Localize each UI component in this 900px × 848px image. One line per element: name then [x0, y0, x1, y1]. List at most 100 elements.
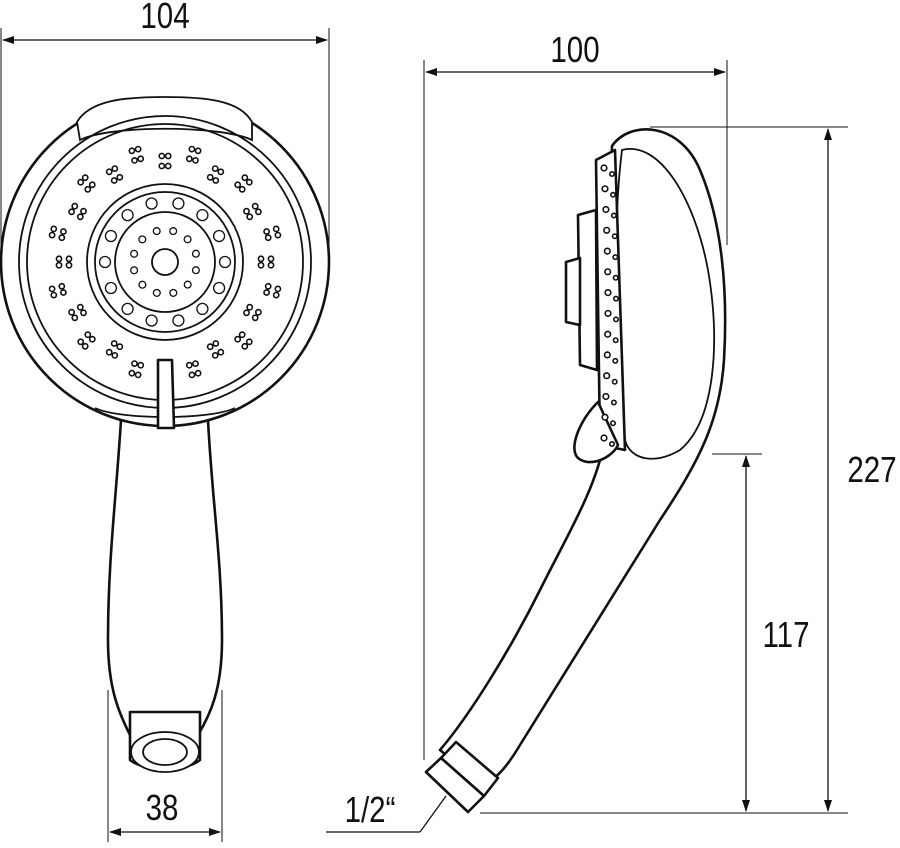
nozzle	[611, 233, 618, 240]
nozzle	[254, 308, 262, 316]
nozzle	[68, 308, 75, 316]
nozzle	[71, 314, 79, 322]
nozzle	[104, 229, 118, 243]
nozzle	[610, 399, 617, 406]
nozzle	[246, 303, 254, 311]
nozzle	[274, 231, 282, 239]
nozzle	[609, 191, 616, 198]
nozzle	[131, 360, 138, 367]
nozzle	[602, 392, 610, 401]
nozzle	[246, 213, 254, 221]
nozzle	[612, 357, 619, 364]
nozzle	[192, 156, 199, 164]
nozzle	[245, 178, 253, 186]
nozzle	[191, 249, 200, 258]
nozzle	[88, 335, 96, 343]
nozzle	[243, 309, 250, 317]
nozzle	[194, 147, 202, 155]
nozzle	[169, 288, 178, 297]
nozzle	[192, 360, 199, 367]
dimension-handle-length: 117	[712, 453, 810, 812]
nozzle	[218, 255, 232, 269]
nozzle	[191, 266, 200, 275]
nozzle	[55, 261, 63, 269]
nozzle	[609, 420, 616, 427]
nozzle	[267, 261, 275, 269]
nozzle	[212, 229, 226, 243]
nozzle	[251, 202, 259, 210]
nozzle	[116, 173, 124, 181]
nozzle	[172, 314, 185, 327]
nozzle	[272, 291, 280, 299]
nozzle	[612, 254, 619, 261]
nozzle	[264, 234, 272, 242]
nozzle	[145, 197, 158, 210]
nozzle	[183, 235, 192, 244]
front-connector-inner	[142, 738, 188, 766]
nozzle	[257, 255, 265, 263]
nozzle	[251, 314, 259, 322]
nozzle	[111, 351, 119, 359]
nozzle	[212, 177, 220, 184]
dimension-total-length: 227	[480, 126, 897, 814]
nozzle	[603, 372, 611, 380]
nozzle	[267, 255, 275, 263]
nozzle	[76, 303, 84, 311]
nozzle	[211, 165, 219, 172]
nozzle	[604, 268, 612, 276]
nozzle	[241, 174, 249, 182]
nozzle	[194, 369, 202, 377]
nozzle	[601, 413, 609, 421]
nozzle	[137, 155, 145, 163]
front-connector-outer	[130, 731, 200, 773]
front-spray-ring-mid	[94, 191, 236, 333]
nozzle	[217, 168, 225, 176]
nozzle	[145, 314, 158, 327]
front-handle	[106, 418, 224, 737]
nozzle	[263, 228, 270, 235]
nozzle	[121, 208, 134, 222]
nozzle	[50, 225, 58, 233]
nozzle	[601, 185, 609, 193]
nozzle	[604, 289, 612, 297]
nozzle	[196, 208, 209, 222]
nozzle	[274, 285, 282, 293]
nozzle	[152, 288, 161, 297]
nozzle	[603, 247, 611, 255]
nozzle	[243, 207, 250, 215]
nozzle	[241, 342, 249, 350]
dimension-handle-length-label: 117	[762, 614, 809, 654]
nozzle	[134, 145, 142, 153]
nozzle	[80, 309, 87, 317]
front-head-top-lip	[76, 96, 253, 142]
nozzle	[612, 295, 619, 302]
nozzle	[68, 208, 75, 216]
nozzle	[58, 282, 66, 290]
dimension-connector-width: 38	[107, 690, 223, 842]
nozzle	[152, 227, 161, 236]
nozzle	[134, 371, 142, 379]
thread-label: 1/2“	[345, 789, 396, 829]
nozzle	[81, 342, 89, 350]
side-view	[424, 128, 727, 814]
front-nozzles-mid	[98, 197, 232, 327]
nozzle	[172, 197, 185, 210]
nozzle	[128, 147, 136, 155]
nozzle	[138, 280, 147, 289]
nozzle	[158, 162, 166, 170]
nozzle	[183, 280, 192, 289]
nozzle	[110, 177, 118, 184]
nozzle	[81, 174, 89, 182]
nozzle	[234, 181, 242, 189]
nozzle	[130, 266, 139, 275]
nozzle	[50, 291, 58, 299]
nozzle	[185, 361, 193, 369]
nozzle	[48, 231, 56, 239]
nozzle	[264, 282, 272, 290]
nozzle	[610, 212, 617, 219]
nozzle	[188, 371, 196, 379]
nozzle	[48, 285, 56, 293]
nozzle	[121, 302, 134, 316]
nozzle	[604, 330, 612, 338]
